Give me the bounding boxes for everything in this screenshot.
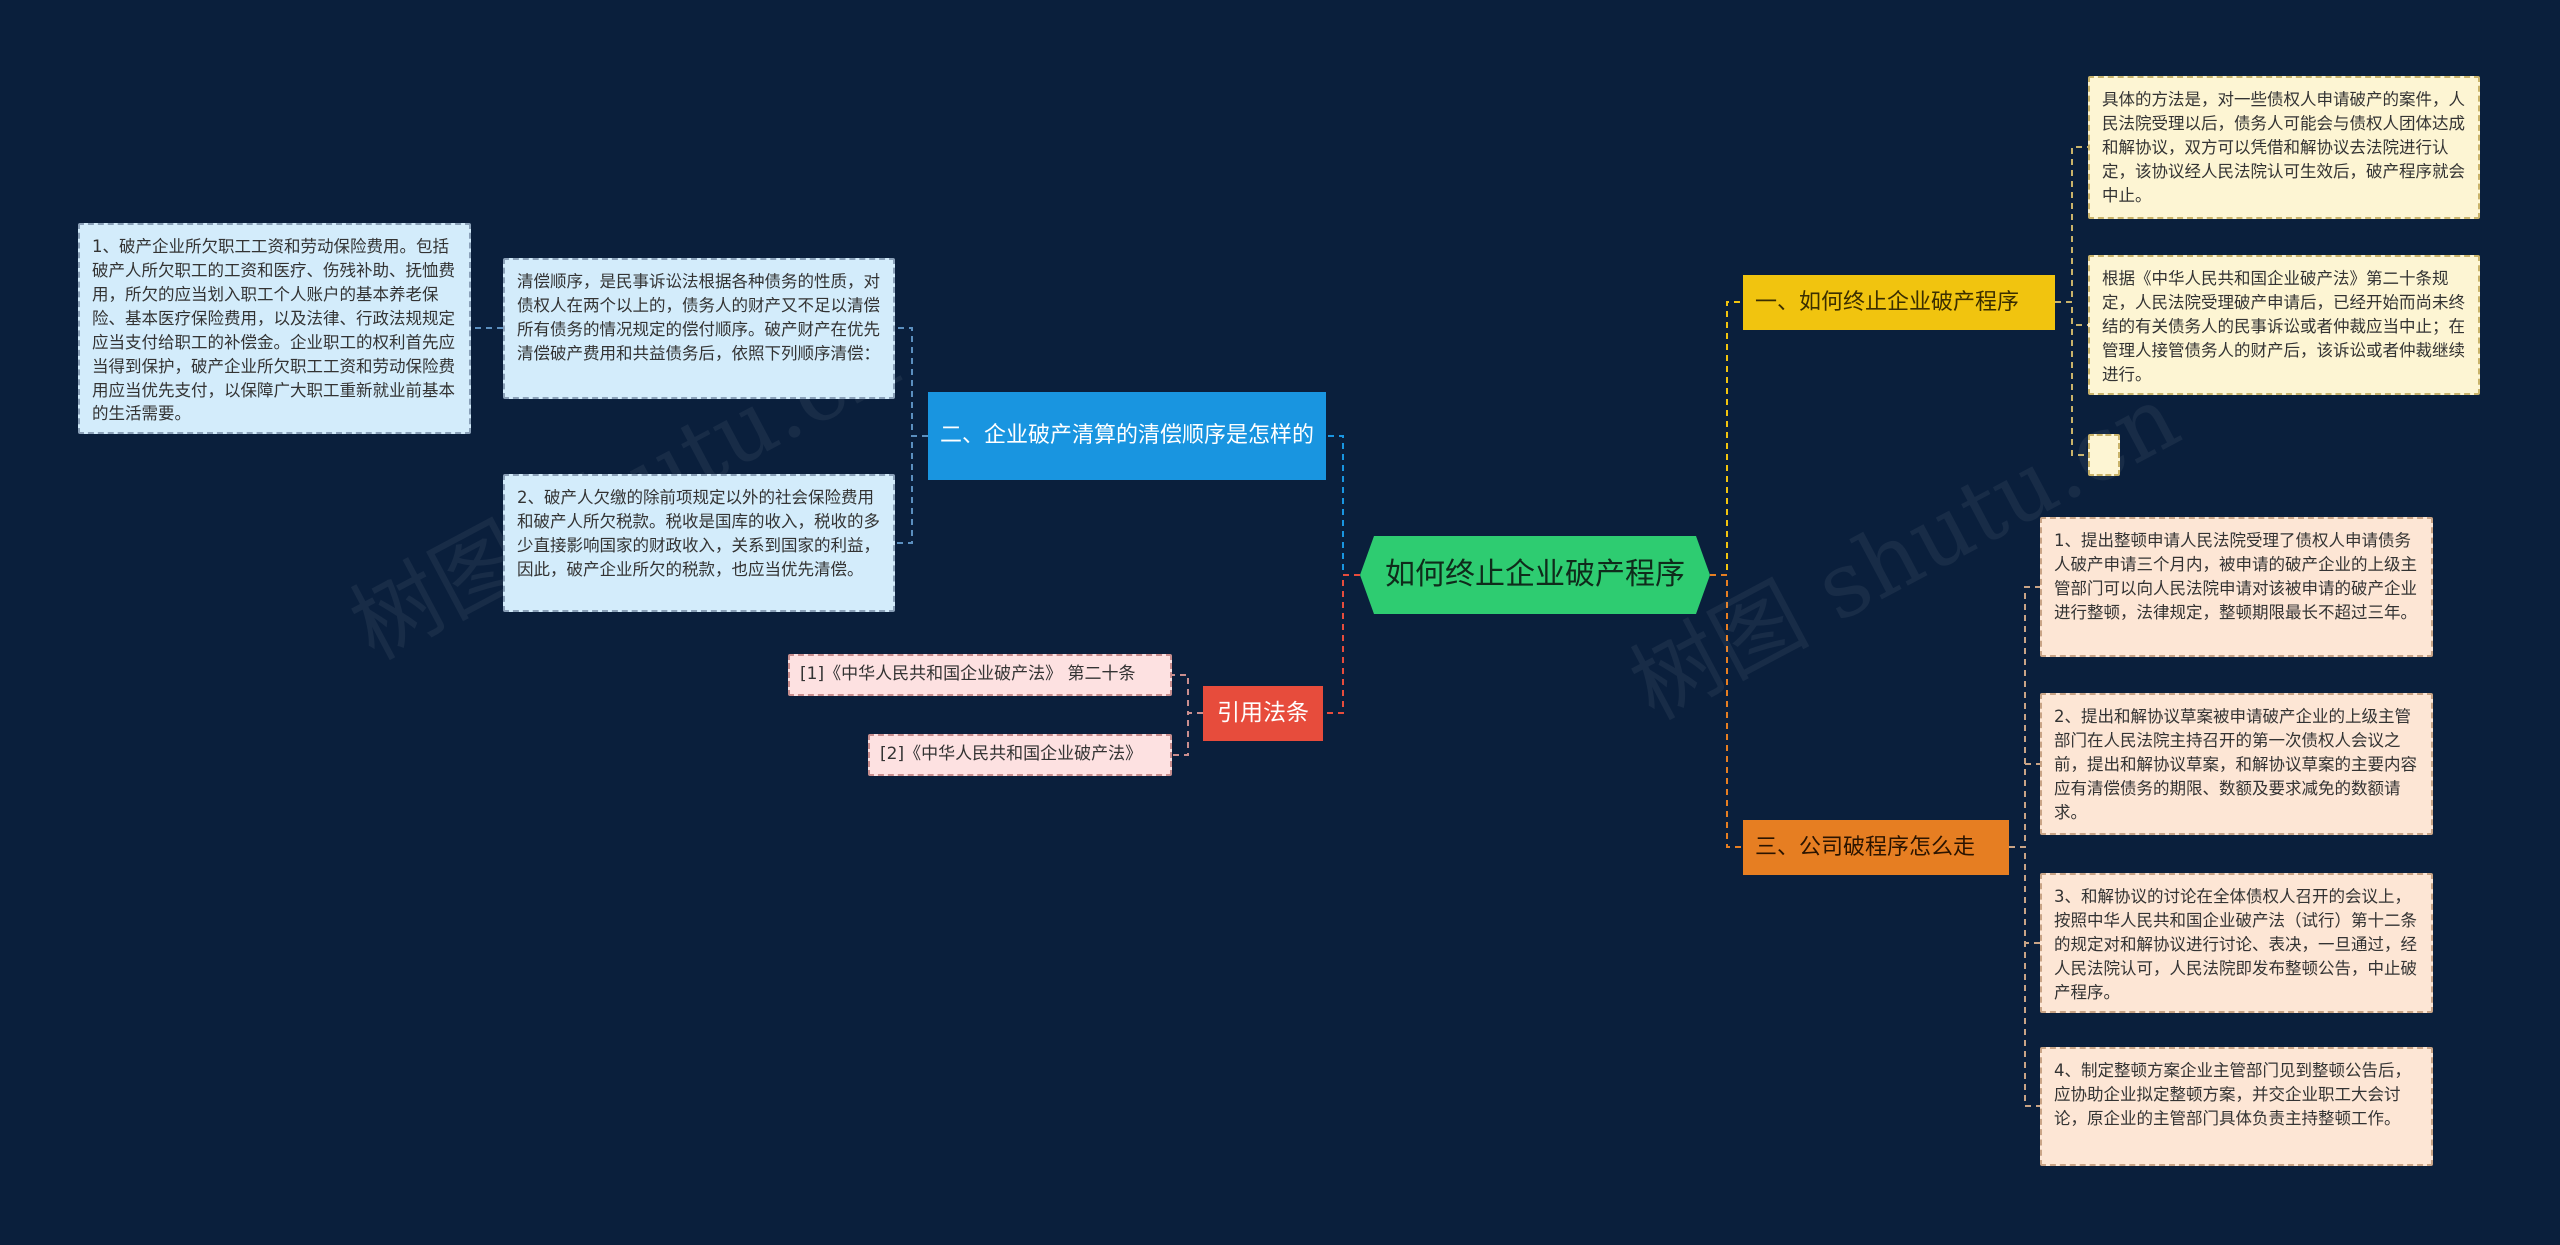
link-right3-a bbox=[2009, 586, 2040, 848]
leaf-step-2[interactable]: 2、提出和解协议草案被申请破产企业的上级主管部门在人民法院主持召开的第一次债权人… bbox=[2040, 693, 2433, 835]
leaf-citation-2[interactable]: [2]《中华人民共和国企业破产法》 bbox=[868, 734, 1172, 776]
leaf-step-1[interactable]: 1、提出整顿申请人民法院受理了债权人申请债务人破产申请三个月内，被申请的破产企业… bbox=[2040, 517, 2433, 657]
leaf-settlement-agreement[interactable]: 具体的方法是，对一些债权人申请破产的案件，人民法院受理以后，债务人可能会与债权人… bbox=[2088, 76, 2480, 219]
link-left-tax bbox=[895, 435, 928, 544]
branch-how-to-terminate[interactable]: 一、如何终止企业破产程序 bbox=[1743, 275, 2055, 330]
link-root-cite bbox=[1323, 574, 1360, 714]
link-right3-c bbox=[2009, 846, 2040, 944]
leaf-citation-1[interactable]: [1]《中华人民共和国企业破产法》 第二十条 bbox=[788, 654, 1172, 696]
link-right1-a bbox=[2055, 146, 2088, 303]
branch-cited-laws[interactable]: 引用法条 bbox=[1203, 686, 1323, 741]
branch-procedure-steps[interactable]: 三、公司破程序怎么走 bbox=[1743, 820, 2009, 875]
link-cite-1 bbox=[1172, 674, 1203, 714]
link-right3-b bbox=[2009, 763, 2040, 848]
link-right1-c bbox=[2055, 301, 2088, 456]
link-root-right3 bbox=[1710, 574, 1743, 848]
link-left-order bbox=[895, 327, 928, 437]
leaf-empty-note[interactable] bbox=[2088, 434, 2120, 476]
link-root-left bbox=[1326, 435, 1360, 576]
leaf-wage-priority[interactable]: 1、破产企业所欠职工工资和劳动保险费用。包括破产人所欠职工的工资和医疗、伤残补助… bbox=[78, 223, 471, 434]
link-right3-d bbox=[2009, 846, 2040, 1107]
leaf-settlement-definition[interactable]: 清偿顺序，是民事诉讼法根据各种债务的性质，对债权人在两个以上的，债务人的财产又不… bbox=[503, 258, 895, 399]
link-root-right1 bbox=[1710, 301, 1743, 576]
link-right1-b bbox=[2055, 301, 2088, 326]
branch-settlement-order[interactable]: 二、企业破产清算的清偿顺序是怎样的 bbox=[928, 392, 1326, 480]
leaf-tax-priority[interactable]: 2、破产人欠缴的除前项规定以外的社会保险费用和破产人所欠税款。税收是国库的收入，… bbox=[503, 474, 895, 612]
leaf-step-3[interactable]: 3、和解协议的讨论在全体债权人召开的会议上，按照中华人民共和国企业破产法（试行）… bbox=[2040, 873, 2433, 1013]
leaf-step-4[interactable]: 4、制定整顿方案企业主管部门见到整顿公告后，应协助企业拟定整顿方案，并交企业职工… bbox=[2040, 1047, 2433, 1166]
root-topic[interactable]: 如何终止企业破产程序 bbox=[1360, 536, 1710, 614]
link-cite-2 bbox=[1172, 712, 1203, 756]
leaf-article-20[interactable]: 根据《中华人民共和国企业破产法》第二十条规定，人民法院受理破产申请后，已经开始而… bbox=[2088, 255, 2480, 395]
